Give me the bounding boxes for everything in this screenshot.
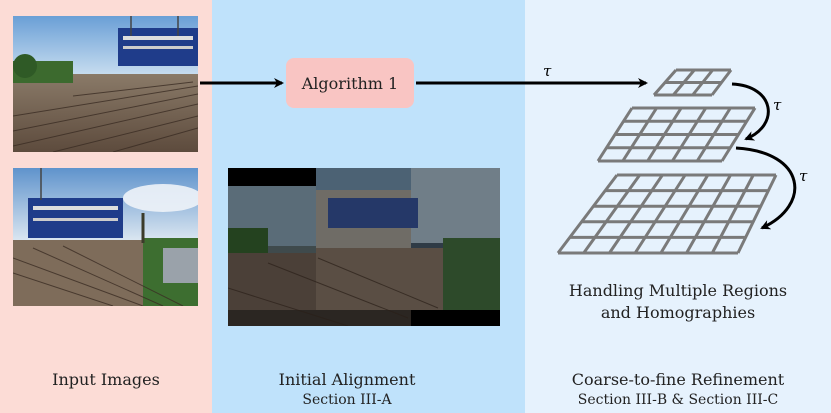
grid-fine-col-line (582, 174, 641, 254)
algorithm-1-label: Algorithm 1 (301, 73, 399, 93)
grid-fine-col-line (736, 174, 778, 254)
input-images-title: Input Images (52, 370, 160, 389)
algorithm-1-box: Algorithm 1 (286, 58, 414, 108)
aligned-composite-image (228, 168, 500, 326)
grid-fine-col-line (710, 174, 755, 254)
arrow-medium-to-fine (735, 146, 797, 230)
initial-alignment-title: Initial Alignment (278, 370, 416, 389)
input-image-2 (13, 168, 198, 306)
grid-fine (556, 173, 778, 255)
regions-caption-line-1: Handling Multiple Regions (568, 281, 788, 300)
grid-fine-col-line (556, 174, 619, 254)
tau-label-2: τ (773, 96, 782, 114)
grid-medium (596, 106, 757, 163)
arrow-coarse-to-medium (731, 82, 770, 141)
input-image-1 (13, 16, 198, 152)
tau-label-1: τ (543, 62, 552, 80)
grid-fine-col-line (685, 174, 732, 254)
grid-fine-col-line (608, 174, 664, 254)
tau-label-3: τ (799, 167, 808, 185)
refinement-subtitle: Section III-B & Section III-C (577, 392, 779, 408)
grid-fine-col-line (659, 174, 710, 254)
grid-fine-col-line (633, 174, 687, 254)
regions-caption-line-2: and Homographies (600, 303, 756, 322)
refinement-title: Coarse-to-fine Refinement (571, 370, 785, 389)
grid-coarse (652, 68, 733, 97)
initial-alignment-subtitle: Section III-A (302, 392, 392, 408)
